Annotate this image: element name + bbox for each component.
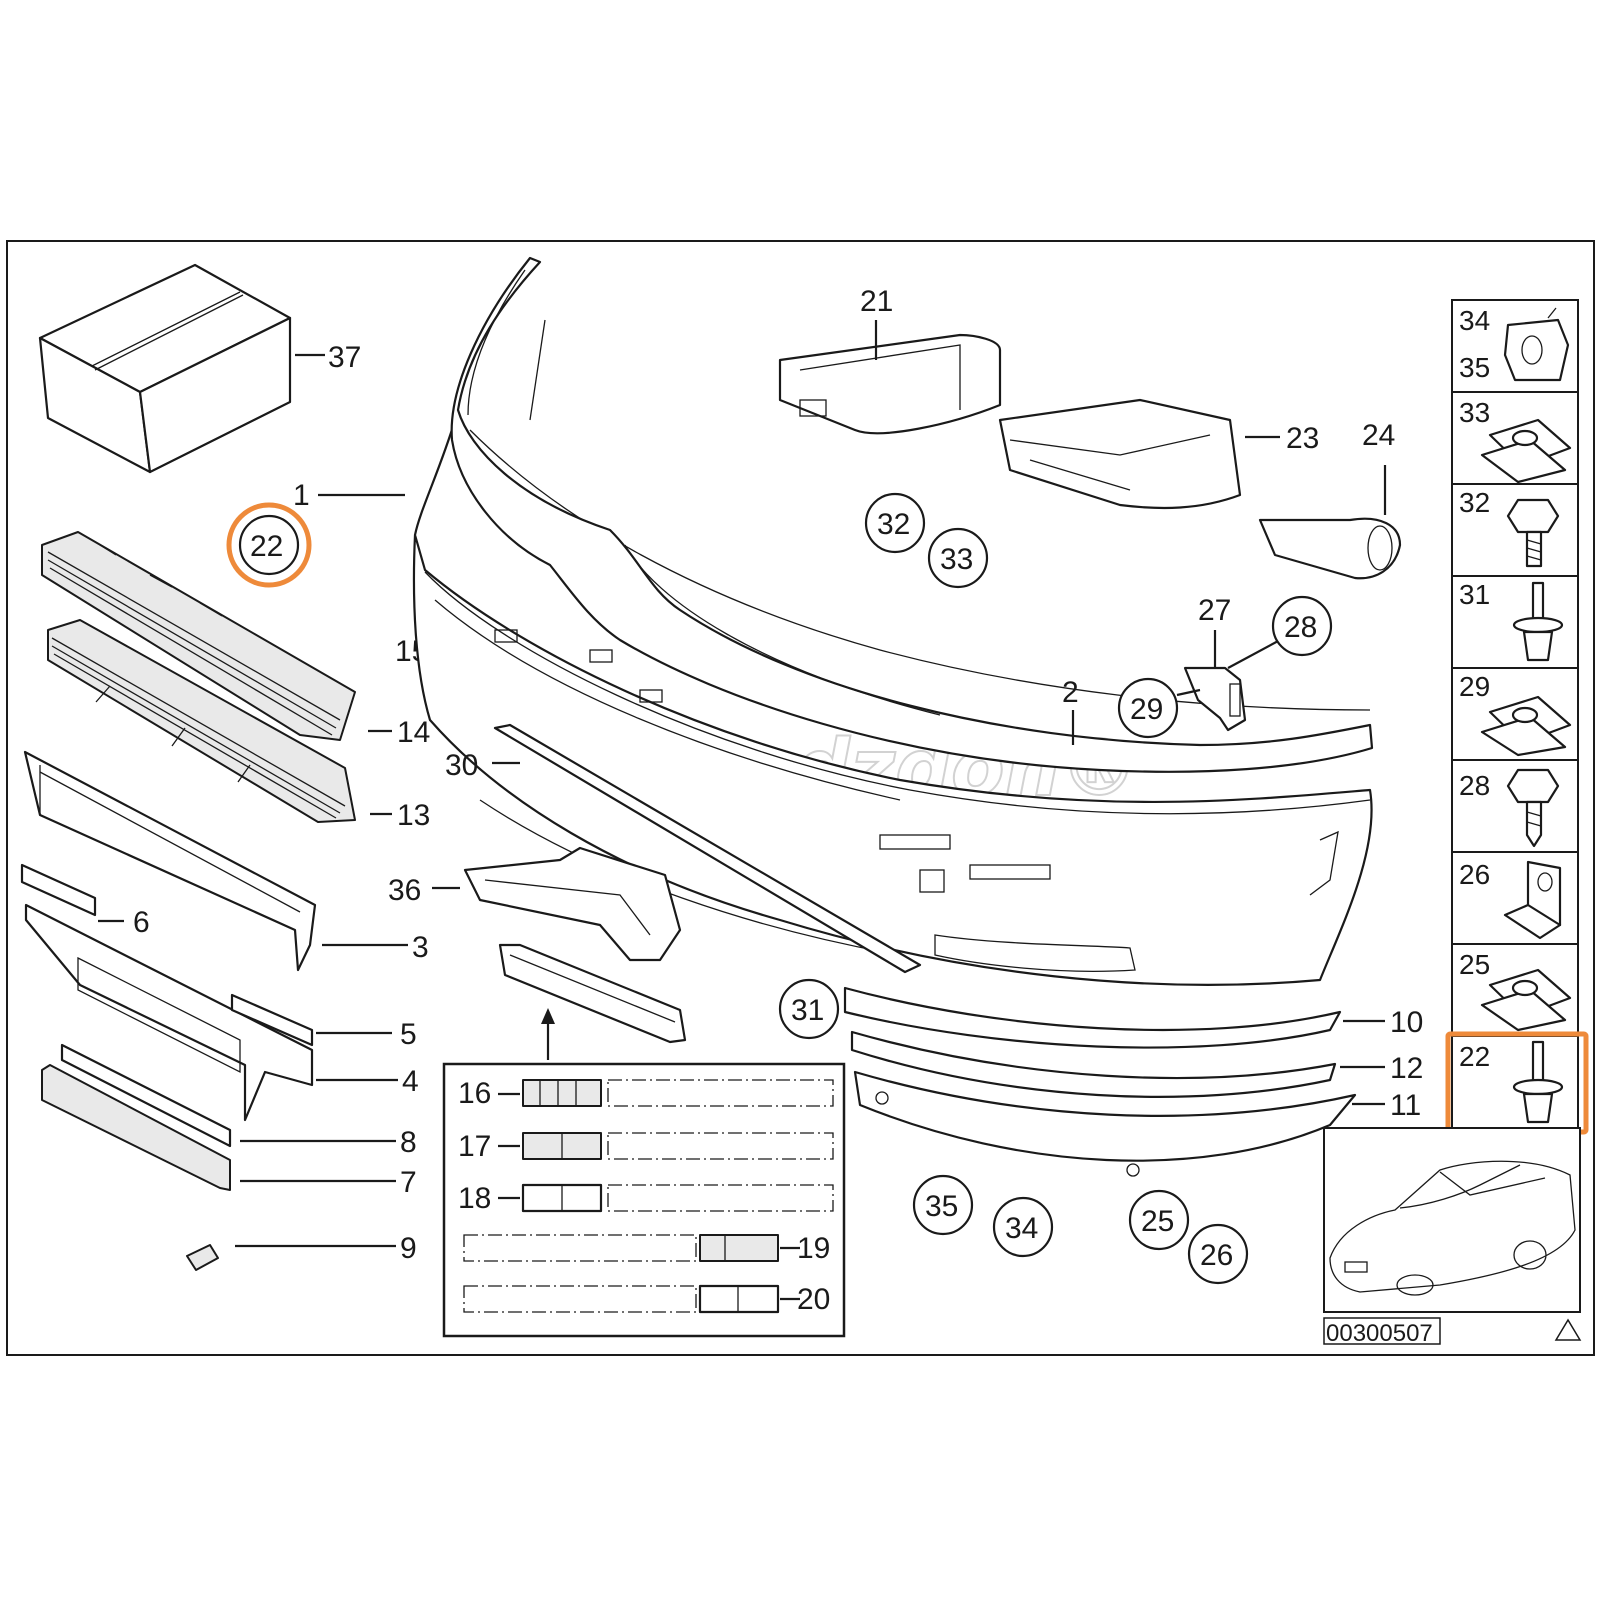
sidebar-label-34: 34 (1459, 305, 1490, 336)
svg-text:34: 34 (1005, 1212, 1038, 1245)
sidebar-item-26[interactable]: 26 (1459, 859, 1562, 940)
part-21-duct[interactable] (778, 333, 1002, 435)
sidebar-label-29: 29 (1459, 671, 1490, 702)
part-10-strip[interactable] (843, 986, 1342, 1049)
triangle-icon (1554, 1318, 1582, 1341)
callout-1: 1 (293, 479, 310, 512)
sidebar-label-33: 33 (1459, 397, 1490, 428)
svg-text:25: 25 (1141, 1205, 1174, 1238)
callout-17: 17 (458, 1130, 491, 1163)
svg-text:33: 33 (940, 543, 973, 576)
callout-3: 3 (412, 931, 429, 964)
callout-12: 12 (1390, 1052, 1423, 1085)
sidebar-item-25[interactable]: 25 (1459, 949, 1572, 1032)
part-6-strip[interactable] (20, 863, 97, 917)
callout-2: 2 (1062, 676, 1079, 709)
part-18-strip[interactable] (521, 1183, 834, 1213)
part-7-strip[interactable] (41, 1064, 231, 1191)
callout-7: 7 (400, 1166, 417, 1199)
callout-23: 23 (1286, 422, 1319, 455)
arrow-head (541, 1008, 555, 1024)
callout-34-circled[interactable]: 34 (992, 1196, 1054, 1258)
callout-8: 8 (400, 1126, 417, 1159)
callout-36: 36 (388, 874, 421, 907)
part-16-strip[interactable] (522, 1079, 834, 1107)
part-27-holder[interactable] (1183, 666, 1247, 732)
callout-29-circled[interactable]: 29 (1117, 677, 1179, 739)
sidebar-item-28[interactable]: 28 (1459, 768, 1560, 848)
part-14-grille[interactable] (41, 531, 356, 741)
part-19-strip[interactable] (463, 1234, 779, 1262)
callout-16: 16 (458, 1077, 491, 1110)
callout-24: 24 (1362, 419, 1395, 452)
svg-text:29: 29 (1130, 693, 1163, 726)
callout-35-circled[interactable]: 35 (912, 1174, 974, 1236)
callout-13: 13 (397, 799, 430, 832)
sidebar-label-32: 32 (1459, 487, 1490, 518)
part-17-strip[interactable] (522, 1132, 834, 1160)
part-23-duct[interactable] (998, 398, 1242, 510)
sidebar-item-29[interactable]: 29 (1459, 671, 1572, 757)
svg-text:32: 32 (877, 508, 910, 541)
sidebar-label-28: 28 (1459, 770, 1490, 801)
callout-28-circled[interactable]: 28 (1271, 595, 1333, 657)
sidebar-label-22: 22 (1459, 1041, 1490, 1072)
grille-insert[interactable] (498, 943, 687, 1044)
part-8-strip[interactable] (60, 1043, 232, 1148)
callout-19: 19 (797, 1232, 830, 1265)
callout-9: 9 (400, 1232, 417, 1265)
sidebar-label-26: 26 (1459, 859, 1490, 890)
svg-text:22: 22 (250, 530, 283, 563)
callout-27: 27 (1198, 594, 1231, 627)
svg-text:28: 28 (1284, 611, 1317, 644)
diagram-code: 00300507 (1326, 1320, 1433, 1347)
callout-33-circled[interactable]: 33 (927, 527, 989, 589)
callout-37: 37 (328, 341, 361, 374)
callout-5: 5 (400, 1018, 417, 1051)
callout-4: 4 (402, 1065, 419, 1098)
callout-31-circled[interactable]: 31 (778, 978, 840, 1040)
part-4-plate-base[interactable] (24, 903, 314, 1122)
sidebar-item-22[interactable]: 22 (1459, 1040, 1564, 1124)
svg-text:31: 31 (791, 994, 824, 1027)
callout-22-circled-highlight[interactable]: 22 (226, 502, 312, 588)
callout-20: 20 (797, 1283, 830, 1316)
sidebar-item-32[interactable]: 32 (1459, 487, 1560, 568)
part-5-strip[interactable] (230, 993, 314, 1047)
callout-32-circled[interactable]: 32 (864, 492, 926, 554)
sidebar-item-34-35[interactable]: 34 35 (1459, 305, 1570, 383)
callout-11: 11 (1390, 1089, 1421, 1122)
part-36-duct[interactable] (463, 846, 682, 962)
part-20-strip[interactable] (463, 1284, 780, 1314)
callout-18: 18 (458, 1182, 491, 1215)
callout-10: 10 (1390, 1006, 1423, 1039)
part-13-grille[interactable] (47, 619, 356, 823)
svg-text:26: 26 (1200, 1239, 1233, 1272)
callout-26-circled[interactable]: 26 (1187, 1223, 1249, 1285)
sidebar-label-25: 25 (1459, 949, 1490, 980)
part-24-bracket[interactable] (1258, 517, 1402, 580)
part-37-box[interactable] (38, 263, 292, 474)
callout-21: 21 (860, 285, 893, 318)
diagram-code-box: 00300507 (1323, 1317, 1441, 1347)
sidebar-item-33[interactable]: 33 (1459, 397, 1572, 484)
part-9-plug[interactable] (186, 1244, 219, 1271)
part-3-plate-holder[interactable] (23, 750, 317, 972)
svg-text:35: 35 (925, 1190, 958, 1223)
callout-25-circled[interactable]: 25 (1128, 1189, 1190, 1251)
callout-30: 30 (445, 749, 478, 782)
part-12-strip[interactable] (850, 1030, 1337, 1098)
callout-6: 6 (133, 906, 150, 939)
sidebar-label-31: 31 (1459, 579, 1490, 610)
part-30-strip[interactable] (493, 723, 922, 974)
sidebar-label-35: 35 (1459, 352, 1490, 383)
callout-14: 14 (397, 716, 430, 749)
part-11-strip[interactable] (853, 1070, 1357, 1177)
car-thumbnail (1323, 1127, 1581, 1313)
sidebar-item-31[interactable]: 31 (1459, 579, 1564, 662)
part-2-molding[interactable] (450, 256, 1374, 773)
